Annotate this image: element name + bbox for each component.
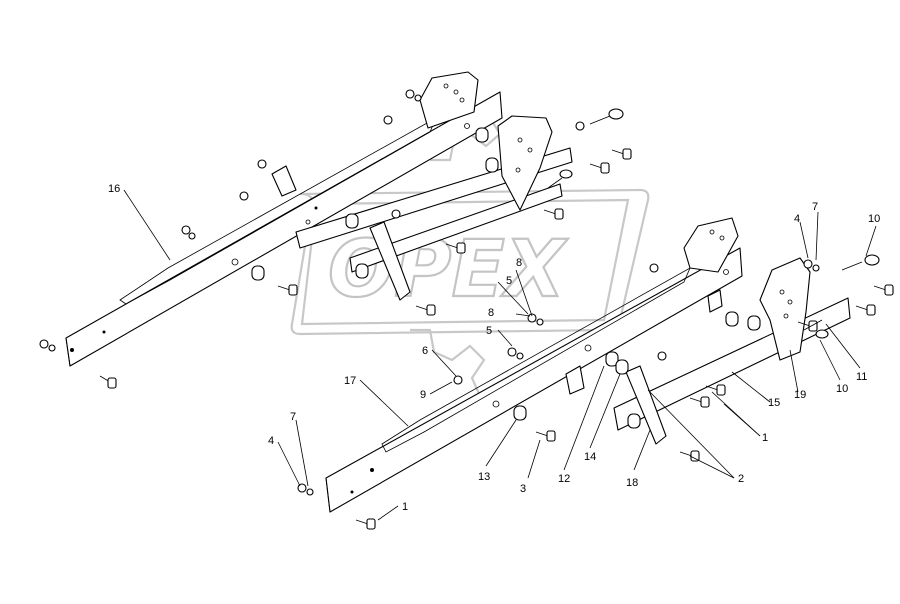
- bushing: [627, 413, 641, 429]
- upper-strut-plate: [369, 221, 411, 301]
- callout-1-right: 1: [762, 432, 768, 444]
- callout-4-right: 4: [794, 213, 800, 225]
- beam-16: [65, 91, 503, 367]
- bushing: [725, 311, 739, 327]
- callout-16: 16: [108, 183, 120, 195]
- bushing: [355, 263, 369, 279]
- callouts: 16 17 15 18 19 1 1 2 3 4 4 5 5 6 7 7 8 8…: [108, 183, 880, 513]
- bushing-12: [605, 351, 619, 367]
- bolt: [543, 208, 564, 220]
- callout-18: 18: [626, 477, 638, 489]
- callout-10-lower: 10: [836, 383, 848, 395]
- callout-11: 11: [856, 371, 867, 383]
- bolt: [445, 242, 466, 254]
- nut: [239, 191, 249, 201]
- nut: [39, 339, 49, 349]
- bolt-1: [355, 518, 376, 530]
- bolt: [689, 396, 710, 408]
- callout-8-upper: 8: [516, 257, 522, 269]
- callout-7-left: 7: [290, 411, 296, 423]
- callout-13: 13: [478, 471, 490, 483]
- small-clip-upper: [271, 165, 297, 197]
- washer: [188, 232, 196, 240]
- callout-1-lower: 1: [402, 501, 408, 513]
- washer: [516, 352, 524, 360]
- nut: [803, 259, 813, 269]
- bolt: [589, 162, 610, 174]
- beam-17: [325, 247, 743, 513]
- bolt: [705, 384, 726, 396]
- small-clip-lower: [565, 365, 585, 395]
- bushing-14: [615, 359, 629, 375]
- bracket-19: [759, 257, 811, 361]
- bolt: [277, 284, 298, 296]
- watermark: OPEX: [290, 117, 650, 412]
- nut: [181, 225, 191, 235]
- callout-3: 3: [520, 483, 526, 495]
- upper-bracket-plate: [419, 71, 479, 129]
- bolt-3: [535, 430, 556, 442]
- nut: [649, 263, 659, 273]
- bushing: [345, 213, 359, 229]
- callout-8-lower: 8: [488, 307, 494, 319]
- callout-7-right: 7: [812, 201, 818, 213]
- callout-5-lower: 5: [486, 325, 492, 337]
- nut: [383, 115, 393, 125]
- bolt: [611, 148, 632, 160]
- middle-bracket-plate: [497, 115, 553, 211]
- bushings: [251, 127, 761, 429]
- nut: [657, 351, 667, 361]
- bolt: [415, 304, 436, 316]
- nuts-washers: [39, 89, 820, 496]
- bolt: [855, 304, 876, 316]
- callout-9: 9: [420, 389, 426, 401]
- lock-pins: [547, 108, 880, 339]
- washer: [812, 264, 820, 272]
- bolt: [873, 284, 894, 296]
- bushing: [747, 315, 761, 331]
- washer: [48, 344, 56, 352]
- strut-plate-18: [625, 365, 667, 445]
- front-bracket-plate: [683, 217, 739, 273]
- bushing: [485, 157, 499, 173]
- callout-4-left: 4: [268, 435, 274, 447]
- washer: [414, 94, 422, 102]
- callout-10-upper: 10: [868, 213, 880, 225]
- lock-pin-11: [803, 319, 829, 339]
- callout-6: 6: [422, 345, 428, 357]
- nut: [257, 159, 267, 169]
- callout-2: 2: [738, 473, 744, 485]
- small-clip-right: [707, 289, 723, 313]
- lock-pin-10: [841, 254, 880, 271]
- nut: [405, 89, 415, 99]
- washer: [536, 318, 544, 326]
- callout-17: 17: [344, 375, 356, 387]
- bolts: [99, 148, 894, 530]
- nut-9: [453, 375, 463, 385]
- callout-12: 12: [558, 473, 570, 485]
- bushing: [475, 127, 489, 143]
- nut: [391, 209, 401, 219]
- callout-5-upper: 5: [506, 275, 512, 287]
- bolt: [99, 375, 117, 389]
- callout-15: 15: [768, 397, 780, 409]
- washer-7: [306, 488, 314, 496]
- leader-lines: [123, 189, 877, 521]
- bushing: [251, 265, 265, 281]
- bracket-plates: [271, 71, 811, 445]
- bolt: [679, 450, 700, 462]
- nut: [507, 347, 517, 357]
- lock-pin: [547, 169, 573, 189]
- callout-14: 14: [584, 451, 596, 463]
- lock-pin: [589, 108, 624, 125]
- nut: [575, 121, 585, 131]
- callout-19: 19: [794, 389, 806, 401]
- bushing-13: [513, 405, 527, 421]
